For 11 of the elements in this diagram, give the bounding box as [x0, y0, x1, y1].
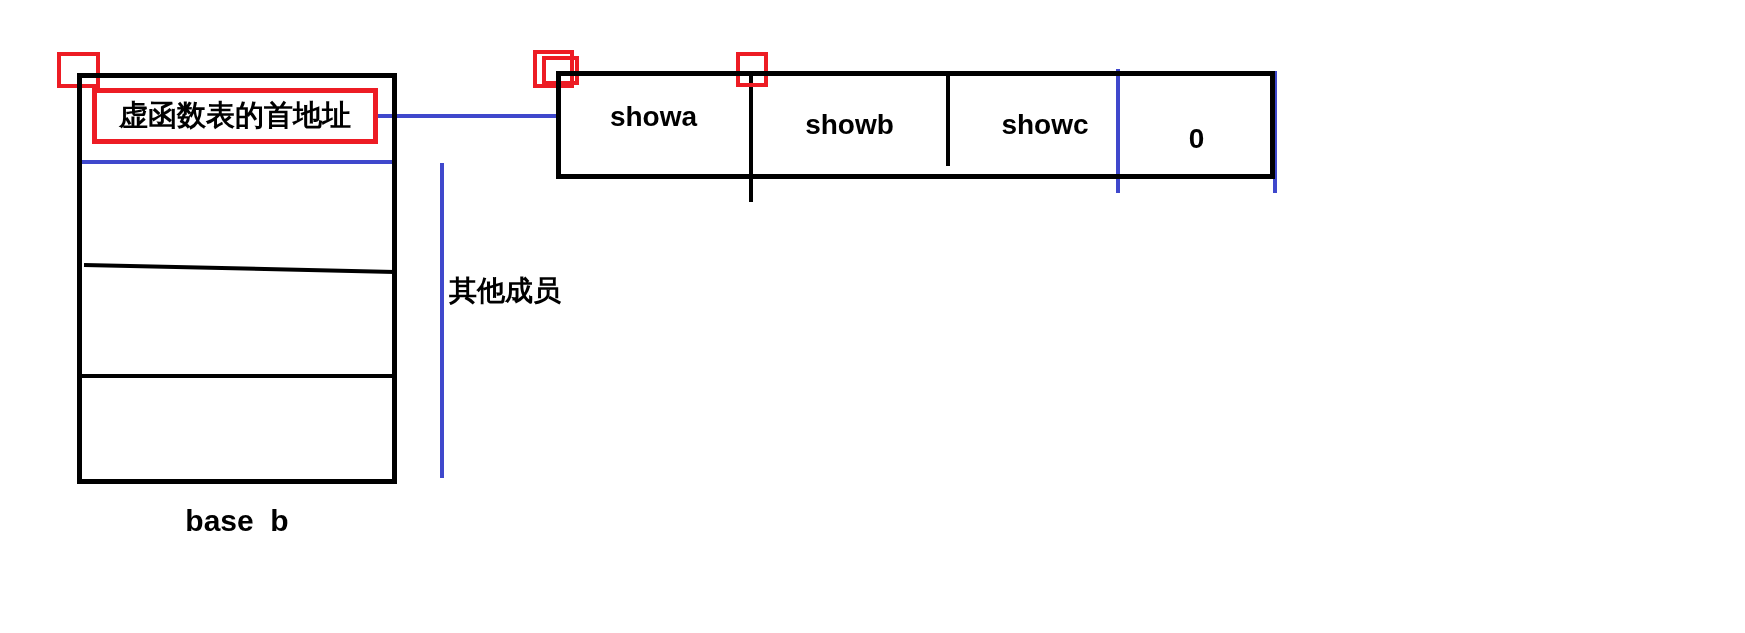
entry-text: 虚函数表的首地址 — [119, 98, 351, 133]
vtable-box — [556, 71, 1275, 179]
entry-text: 0 — [1188, 123, 1205, 155]
entry-text: showb — [805, 109, 894, 141]
entry-text: showc — [1001, 109, 1089, 141]
member-label: 其他成员 — [449, 274, 561, 308]
connector-line — [378, 114, 556, 118]
entry-text: showa — [609, 101, 698, 133]
block-caption: base b — [184, 504, 290, 538]
memory-block — [77, 73, 397, 484]
highlight-box — [92, 88, 378, 144]
